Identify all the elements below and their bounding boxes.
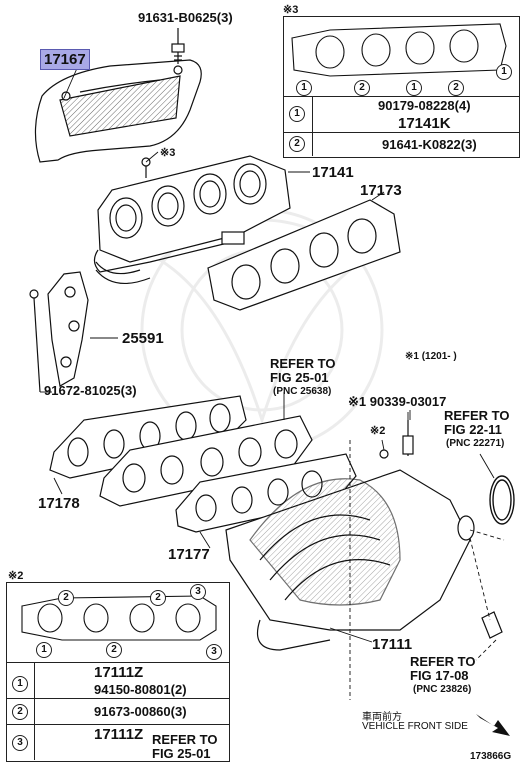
label-17111: 17111 [372, 636, 413, 653]
exhaust-manifold-shape [93, 155, 291, 285]
label-refer-2501-line2: FIG 25-01 [270, 370, 329, 385]
inset-bottom-diagram-callout-2a: 2 [58, 590, 74, 606]
part-17111z-b: 17111Z [94, 726, 144, 743]
inset-bottom-num-column [34, 662, 35, 760]
leader-lines [40, 65, 505, 700]
inset-bottom-box [6, 582, 230, 762]
heat-insulator-shape [34, 59, 202, 163]
inset-bottom-callout-2: 2 [12, 704, 28, 720]
inset-bottom-diagram-callout-1a: 1 [36, 642, 52, 658]
label-90339: ※1 90339-03017 [348, 394, 447, 409]
label-refer-2211-pnc: (PNC 22271) [446, 438, 505, 449]
inset-top-row-divider [283, 96, 519, 97]
inset-bottom-diagram-callout-2c: 2 [106, 642, 122, 658]
inset-bottom-diagram-callout-3b: 3 [206, 644, 222, 660]
label-front-jp: 車両前方 [362, 712, 402, 723]
inset-bottom-callout-3: 3 [12, 735, 28, 751]
hose-shape [481, 611, 503, 639]
vehicle-front-arrow-icon [476, 714, 510, 736]
label-17167-highlighted[interactable]: 17167 [40, 49, 90, 70]
inset-top-diagram-callout-1a: 1 [296, 80, 312, 96]
label-refer-1708-line2: FIG 17-08 [410, 668, 469, 683]
label-refer-2211-line1: REFER TO [444, 408, 510, 423]
intake-flange-shape [99, 415, 313, 507]
part-91673: 91673-00860(3) [94, 704, 187, 719]
inset-bottom-diagram-callout-3a: 3 [190, 584, 206, 600]
inset-bottom-title: ※2 [8, 570, 24, 582]
inset-top-callout-1: 1 [289, 106, 305, 122]
bolt-91631-shape [171, 28, 185, 64]
intake-manifold-shape [225, 420, 475, 651]
inset-top-title: ※3 [283, 4, 299, 16]
label-17141: 17141 [312, 164, 354, 181]
label-17177: 17177 [168, 546, 210, 563]
label-91672: 91672-81025(3) [44, 383, 137, 398]
inset-bottom-diagram-callout-2b: 2 [150, 590, 166, 606]
exhaust-gasket-shape [207, 199, 401, 311]
inset-top-diagram-callout-1b: 1 [406, 80, 422, 96]
label-star2-bolt: ※2 [370, 425, 386, 437]
inset-top-callout-2: 2 [289, 136, 305, 152]
part-17111z-refer-line2: FIG 25-01 [152, 746, 211, 761]
part-17141k: 17141K [398, 115, 451, 132]
part-94150: 94150-80801(2) [94, 682, 187, 697]
inset-bottom-callout-1: 1 [12, 676, 28, 692]
part-17111z-a: 17111Z [94, 664, 144, 681]
inset-bottom-row-divider-2 [6, 698, 229, 699]
inset-bottom-row-divider-3 [6, 724, 229, 725]
label-refer-2501-line1: REFER TO [270, 356, 336, 371]
o-ring-shape [489, 475, 515, 525]
label-refer-2211-line2: FIG 22-11 [444, 422, 502, 437]
part-17111z-refer-line1: REFER TO [152, 732, 218, 747]
label-note-1201: ※1 (1201- ) [405, 351, 457, 362]
inset-bottom-row-divider [6, 662, 229, 663]
label-91631: 91631-B0625(3) [138, 10, 233, 25]
label-star3-bolt: ※3 [160, 147, 176, 159]
label-refer-2501-pnc: (PNC 25638) [273, 386, 332, 397]
inset-top-gasket-shape [291, 23, 507, 77]
inset-top-num-column [312, 96, 313, 156]
label-refer-1708-line1: REFER TO [410, 654, 476, 669]
label-25591: 25591 [122, 330, 164, 347]
label-17173: 17173 [360, 182, 402, 199]
figure-id: 173866G [470, 751, 512, 762]
inset-top-row-divider-2 [283, 132, 519, 133]
part-90179: 90179-08228(4) [378, 98, 471, 113]
label-17178: 17178 [38, 495, 80, 512]
stay-bracket-shape [29, 271, 89, 393]
inset-top-diagram-callout-2a: 2 [354, 80, 370, 96]
inset-bottom-gasket-shape [21, 595, 217, 641]
inset-top-diagram-callout-2b: 2 [448, 80, 464, 96]
inset-top-diagram-callout-1c: 1 [496, 64, 512, 80]
part-91641: 91641-K0822(3) [382, 137, 477, 152]
label-front-en: VEHICLE FRONT SIDE [362, 721, 468, 732]
inset-top-box [283, 16, 520, 158]
label-refer-1708-pnc: (PNC 23826) [413, 684, 472, 695]
